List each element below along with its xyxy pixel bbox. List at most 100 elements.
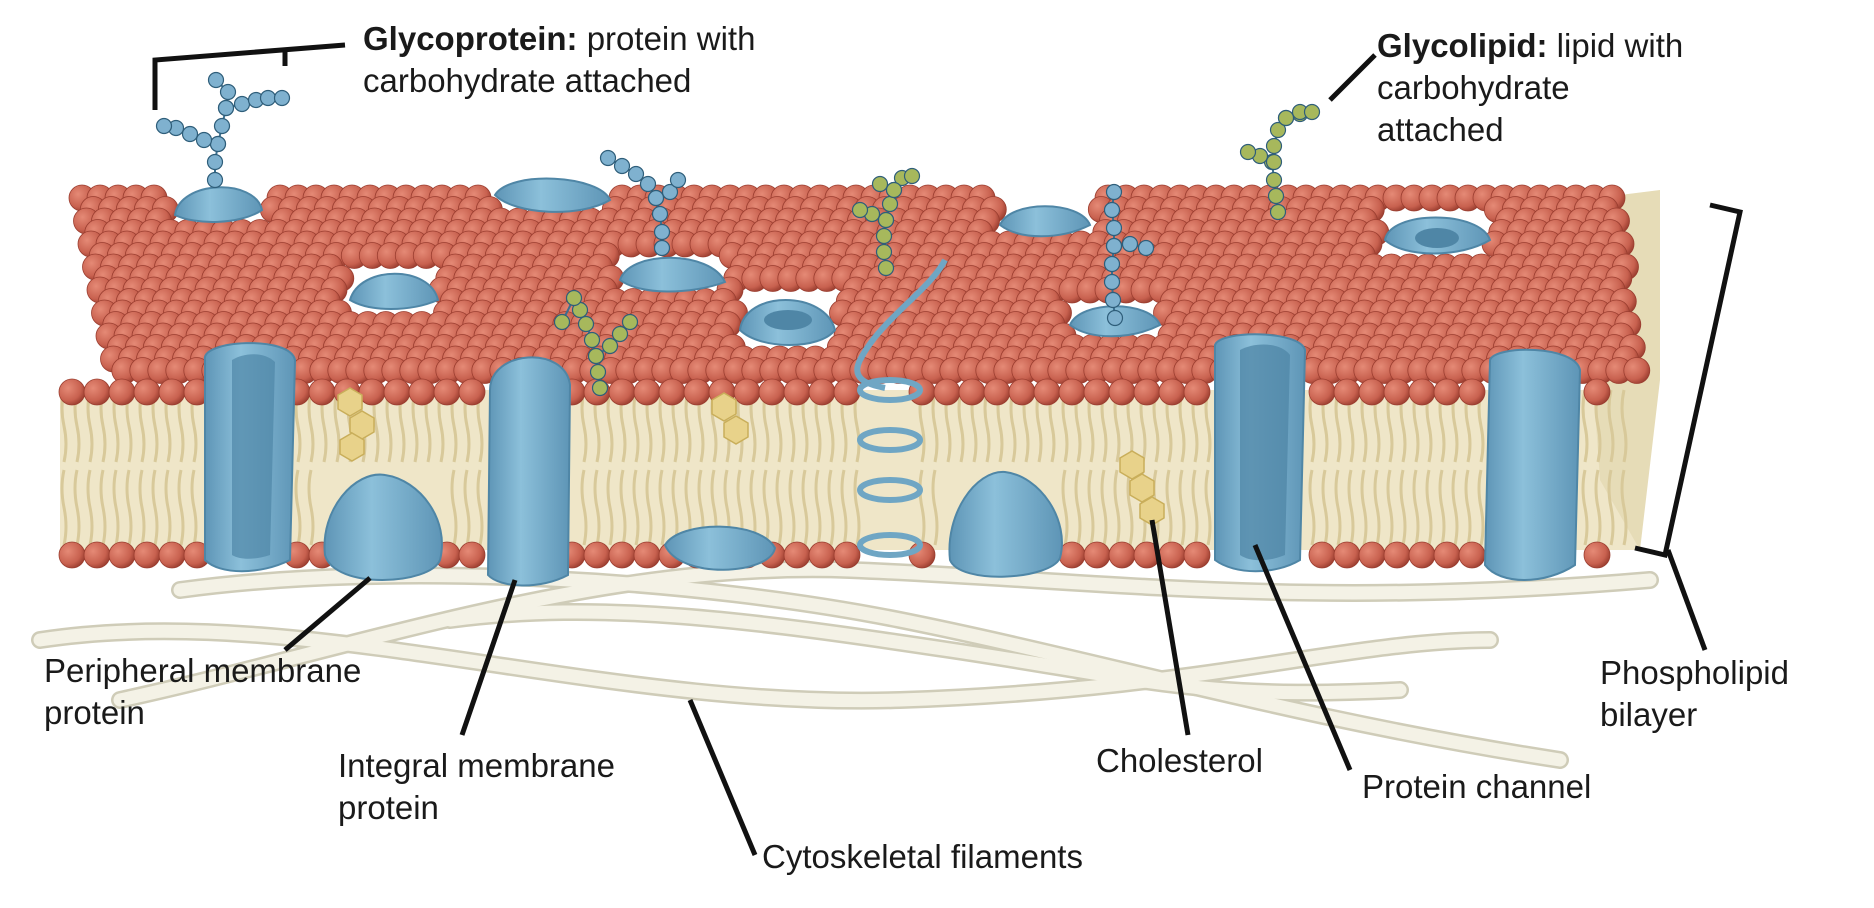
lipid-tail — [658, 389, 666, 463]
lipid-tail — [1581, 389, 1589, 463]
cytoskeletal-line-1: Cytoskeletal filaments — [762, 838, 1083, 875]
cholesterol-molecules — [337, 387, 1165, 526]
lipid-tail — [580, 389, 588, 463]
lipid-tail — [684, 389, 692, 463]
glycoprotein-bracket — [152, 42, 346, 110]
lipid-tail — [1308, 469, 1316, 546]
lipid-tail — [1412, 469, 1420, 546]
lipid-head — [158, 541, 186, 569]
protein-channel-label: Protein channel — [1362, 766, 1591, 808]
lipid-head — [808, 378, 836, 406]
lipid-head — [658, 378, 686, 406]
lipid-head — [1358, 378, 1386, 406]
lipid-head — [1623, 357, 1651, 384]
carbohydrate-chain — [1105, 235, 1155, 257]
lipid-head — [1408, 541, 1436, 569]
protein-channel-leader — [1252, 544, 1353, 771]
lipid-tail — [190, 469, 198, 546]
carbohydrate-chain — [871, 175, 903, 199]
cytoskeletal-leader — [687, 699, 758, 856]
lipid-head — [358, 378, 386, 406]
lipid-tail — [775, 469, 783, 546]
lipid-tail — [1191, 469, 1199, 546]
lipid-tail — [619, 469, 627, 546]
lipid-tail — [1477, 469, 1485, 546]
protein-channel — [1214, 333, 1307, 573]
glycolipid-term: Glycolipid: — [1377, 27, 1548, 64]
lipid-head — [1133, 378, 1161, 406]
peripheral-line-2: protein — [44, 694, 145, 731]
lipid-tail — [1386, 469, 1394, 546]
lipid-head — [458, 541, 486, 569]
lipid-tail — [1464, 469, 1472, 546]
lipid-head — [1408, 378, 1436, 406]
lipid-tail — [918, 469, 926, 546]
bilayer-bracket — [1634, 202, 1743, 559]
lipid-tail — [1594, 469, 1602, 546]
lipid-tail — [606, 389, 614, 463]
lipid-head — [58, 541, 86, 569]
integral-protein-right — [1483, 348, 1582, 581]
glycoprotein-term: Glycoprotein: — [363, 20, 578, 57]
protein-bottom-middle — [663, 525, 777, 571]
lipid-tail — [99, 469, 107, 546]
lipid-tail — [1360, 469, 1368, 546]
cytoskeletal-label: Cytoskeletal filaments — [762, 836, 1083, 878]
lipid-tail — [658, 469, 666, 546]
lipid-tail — [853, 469, 861, 546]
lipid-head — [1333, 541, 1361, 569]
lipid-head — [1158, 541, 1186, 569]
peripheral-protein-middle — [948, 470, 1063, 578]
protein-channel-line-1: Protein channel — [1362, 768, 1592, 805]
lipid-tail — [1126, 469, 1134, 546]
lipid-tail — [60, 469, 68, 546]
lipid-head — [958, 378, 986, 406]
lipid-head — [1433, 378, 1461, 406]
lipid-head — [1083, 541, 1111, 569]
lipid-tail — [1347, 469, 1355, 546]
lipid-tail — [1087, 469, 1095, 546]
glycoprotein-desc-1: protein with — [577, 20, 756, 57]
glycoprotein-label: Glycoprotein: protein with carbohydrate … — [363, 18, 755, 102]
peripheral-membrane-protein — [323, 473, 443, 581]
lipid-head — [108, 378, 136, 406]
lipid-head — [1583, 378, 1611, 406]
lipid-head — [1308, 541, 1336, 569]
lipid-head — [1458, 541, 1486, 569]
lipid-tail — [112, 469, 120, 546]
lipid-tail — [294, 469, 302, 546]
carbohydrate-chain — [217, 89, 291, 117]
lipid-tail — [1074, 469, 1082, 546]
glycolipid-leader — [1328, 53, 1377, 102]
lipid-tail — [1334, 389, 1342, 463]
phospholipid-bilayer-label: Phospholipid bilayer — [1600, 652, 1789, 736]
lipid-head — [608, 541, 636, 569]
lipid-tail — [463, 469, 471, 546]
lipid-tail — [645, 469, 653, 546]
glycolipid-desc-3: attached — [1377, 111, 1504, 148]
integral-protein-label: Integral membrane protein — [338, 745, 615, 829]
lipid-tail — [151, 469, 159, 546]
lipid-tail — [1438, 469, 1446, 546]
lipid-tail — [1165, 469, 1173, 546]
lipid-head — [1183, 541, 1211, 569]
lipid-head — [58, 378, 86, 406]
lipid-tail — [1113, 469, 1121, 546]
lipid-head — [433, 378, 461, 406]
lipid-head — [808, 541, 836, 569]
lipid-tail — [957, 389, 965, 463]
lipid-tail — [931, 469, 939, 546]
lipid-head — [458, 378, 486, 406]
lipid-head — [1383, 541, 1411, 569]
helical-protein — [854, 258, 948, 558]
lipid-tail — [1204, 469, 1212, 546]
lipid-tail — [632, 389, 640, 463]
lipid-head — [308, 378, 336, 406]
lipid-tail — [1100, 469, 1108, 546]
lipid-head — [683, 378, 711, 406]
carbohydrate-chain — [1277, 103, 1321, 127]
carbohydrate-chains — [155, 71, 1321, 397]
lipid-tail — [333, 389, 341, 463]
lipid-tail — [307, 469, 315, 546]
lipid-tail — [177, 469, 185, 546]
